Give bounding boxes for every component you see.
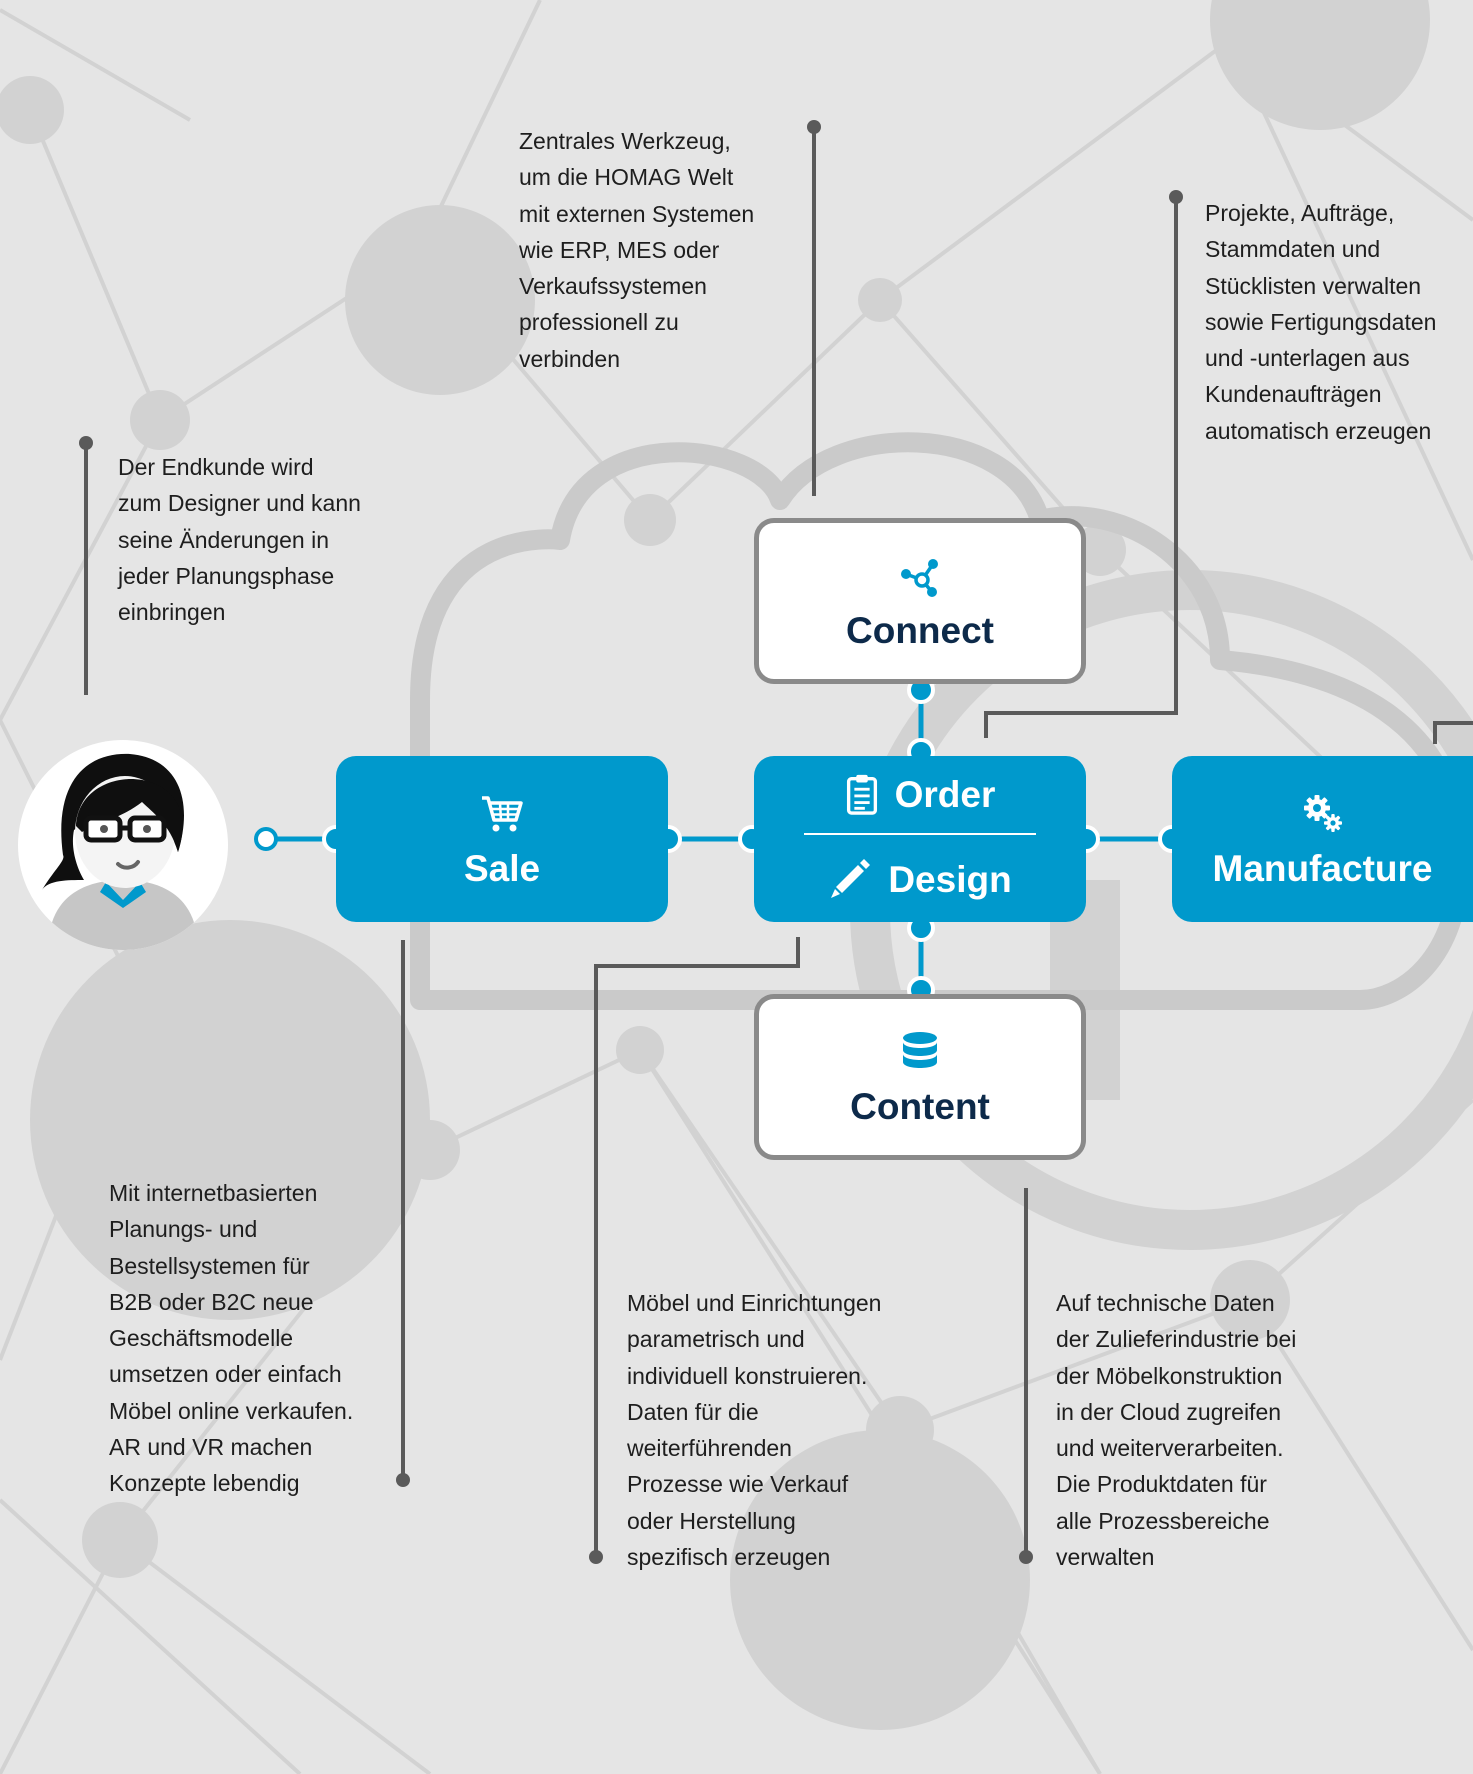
design-label: Design bbox=[888, 858, 1012, 900]
description-order: Projekte, Aufträge, Stammdaten und Stück… bbox=[1205, 200, 1437, 444]
description-content: Auf technische Daten der Zulieferindustr… bbox=[1056, 1290, 1297, 1571]
description-end-customer: Der Endkunde wird zum Designer und kann … bbox=[118, 454, 361, 626]
connect-box[interactable]: Connect bbox=[754, 518, 1086, 684]
order-label: Order bbox=[894, 773, 996, 815]
description-connect: Zentrales Werkzeug, um die HOMAG Welt mi… bbox=[519, 128, 755, 372]
clipboard-icon bbox=[846, 774, 877, 815]
description-design: Möbel und Einrichtungen parametrisch und… bbox=[627, 1290, 882, 1571]
sale-label: Sale bbox=[463, 847, 541, 889]
connect-label: Connect bbox=[846, 609, 994, 651]
manufacture-box[interactable]: Manufacture bbox=[1172, 756, 1473, 922]
gears-icon bbox=[1303, 794, 1342, 832]
content-box[interactable]: Content bbox=[754, 994, 1086, 1160]
shopping-cart-icon bbox=[482, 795, 523, 831]
share-nodes-icon bbox=[901, 558, 938, 597]
order-design-divider bbox=[804, 833, 1036, 835]
database-icon bbox=[903, 1031, 937, 1068]
order-row: Order bbox=[845, 773, 996, 815]
pencil-icon bbox=[831, 859, 871, 898]
sale-box[interactable]: Sale bbox=[336, 756, 668, 922]
order-design-box[interactable]: Order Design bbox=[754, 756, 1086, 922]
design-row: Design bbox=[828, 857, 1012, 901]
content-label: Content bbox=[850, 1085, 990, 1127]
avatar-end-customer bbox=[18, 740, 228, 950]
description-sale: Mit internetbasierten Planungs- und Best… bbox=[109, 1180, 354, 1497]
manufacture-label: Manufacture bbox=[1212, 847, 1433, 889]
